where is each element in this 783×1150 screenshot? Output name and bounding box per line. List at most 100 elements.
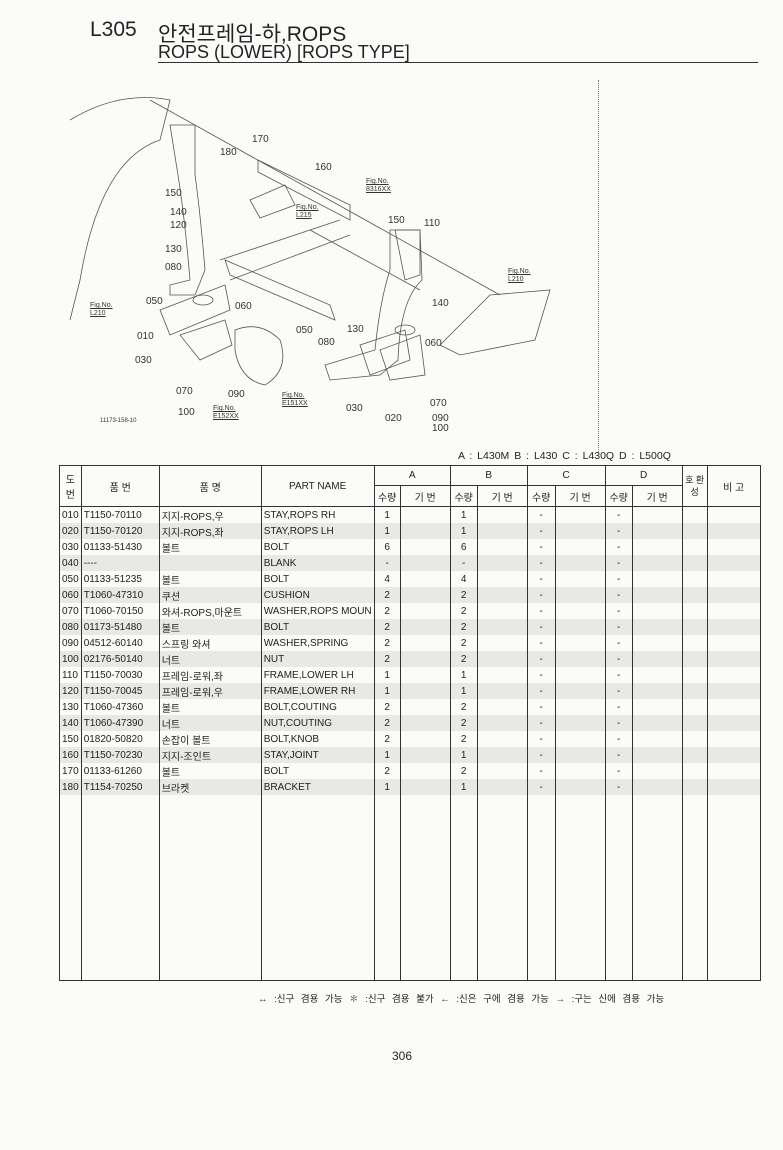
part-callout: 060 [425, 338, 442, 349]
cell-part-name: BLANK [260, 555, 375, 571]
cell-ref: 100 [59, 651, 82, 667]
part-callout: 070 [176, 386, 193, 397]
cell-part-name: BOLT,KNOB [260, 731, 375, 747]
header-compat: 호 환 성 [681, 465, 708, 507]
cell-qty-b: 2 [449, 587, 478, 603]
cell-ref: 030 [59, 539, 82, 555]
cell-part-no: 01133-61260 [80, 763, 160, 779]
cell-serial-b [476, 779, 528, 795]
cell-serial-c [554, 667, 606, 683]
cell-qty-c: - [526, 619, 556, 635]
cell-remarks [706, 506, 761, 523]
cell-serial-b [476, 506, 528, 523]
empty-cell [260, 795, 375, 981]
cell-ref: 090 [59, 635, 82, 651]
cell-qty-d: - [604, 603, 633, 619]
cell-ref: 120 [59, 683, 82, 699]
cell-serial-d [631, 667, 683, 683]
cell-remarks [706, 587, 761, 603]
cell-remarks [706, 731, 761, 747]
cell-serial-b [476, 587, 528, 603]
cell-compat [681, 523, 708, 539]
cell-part-no: T1060-47310 [80, 587, 160, 603]
cell-name-kr: 너트 [158, 715, 262, 731]
cell-compat [681, 555, 708, 571]
cell-ref: 080 [59, 619, 82, 635]
compatibility-legend: ↔ :신구 겸용 가능 ✽ :신구 겸용 불가 ← :신은 구에 겸용 가능 →… [258, 994, 665, 1005]
empty-cell [681, 795, 708, 981]
empty-cell [706, 795, 761, 981]
cell-serial-b [476, 635, 528, 651]
cell-qty-a: 6 [373, 539, 401, 555]
cell-compat [681, 747, 708, 763]
cell-part-name: STAY,ROPS LH [260, 523, 375, 539]
cell-serial-c [554, 523, 606, 539]
cell-part-no: ---- [80, 555, 160, 571]
cell-part-no: T1060-47390 [80, 715, 160, 731]
cell-qty-a: 2 [373, 715, 401, 731]
cell-serial-c [554, 731, 606, 747]
cell-part-name: STAY,ROPS RH [260, 506, 375, 523]
part-callout: 130 [165, 244, 182, 255]
cell-part-name: NUT,COUTING [260, 715, 375, 731]
cell-compat [681, 571, 708, 587]
cell-ref: 170 [59, 763, 82, 779]
cell-qty-a: 2 [373, 731, 401, 747]
cell-qty-d: - [604, 699, 633, 715]
cell-serial-a [399, 555, 451, 571]
header-group-d: D [604, 465, 683, 486]
part-callout: 090 [432, 413, 449, 424]
figure-reference: Fig.No. E152XX [213, 405, 239, 420]
cell-ref: 010 [59, 506, 82, 523]
header-part-no: 품 번 [80, 465, 160, 507]
cell-serial-c [554, 699, 606, 715]
cell-compat [681, 635, 708, 651]
cell-part-no: T1150-70045 [80, 683, 160, 699]
cell-part-name: BOLT,COUTING [260, 699, 375, 715]
cell-part-no: T1060-47360 [80, 699, 160, 715]
cell-compat [681, 587, 708, 603]
cell-qty-b: 1 [449, 779, 478, 795]
cell-serial-d [631, 747, 683, 763]
cell-remarks [706, 747, 761, 763]
header-serial: 기 번 [631, 485, 683, 507]
cell-qty-d: - [604, 539, 633, 555]
cell-qty-c: - [526, 683, 556, 699]
cell-remarks [706, 539, 761, 555]
part-callout: 060 [235, 301, 252, 312]
cell-qty-c: - [526, 587, 556, 603]
cell-compat [681, 715, 708, 731]
part-callout: 020 [385, 413, 402, 424]
cell-part-no: 01133-51430 [80, 539, 160, 555]
cell-ref: 140 [59, 715, 82, 731]
table-row: 040----BLANK---- [59, 555, 761, 571]
cell-qty-b: 6 [449, 539, 478, 555]
cell-part-no: T1150-70030 [80, 667, 160, 683]
cell-compat [681, 779, 708, 795]
cell-serial-a [399, 603, 451, 619]
cell-part-name: WASHER,ROPS MOUN [260, 603, 375, 619]
cell-qty-d: - [604, 779, 633, 795]
cell-ref: 130 [59, 699, 82, 715]
header-group-b: B [449, 465, 528, 486]
cell-serial-c [554, 747, 606, 763]
cell-remarks [706, 763, 761, 779]
cell-serial-c [554, 506, 606, 523]
cell-qty-c: - [526, 699, 556, 715]
cell-qty-d: - [604, 571, 633, 587]
cell-qty-d: - [604, 635, 633, 651]
cell-ref: 050 [59, 571, 82, 587]
cell-serial-d [631, 683, 683, 699]
empty-cell [373, 795, 401, 981]
header-qty: 수량 [604, 485, 633, 507]
cell-serial-d [631, 555, 683, 571]
figure-reference: Fig.No. E151XX [282, 392, 308, 407]
cell-part-name: STAY,JOINT [260, 747, 375, 763]
cell-part-name: BOLT [260, 539, 375, 555]
cell-qty-a: 2 [373, 619, 401, 635]
empty-cell [399, 795, 451, 981]
cell-qty-c: - [526, 506, 556, 523]
